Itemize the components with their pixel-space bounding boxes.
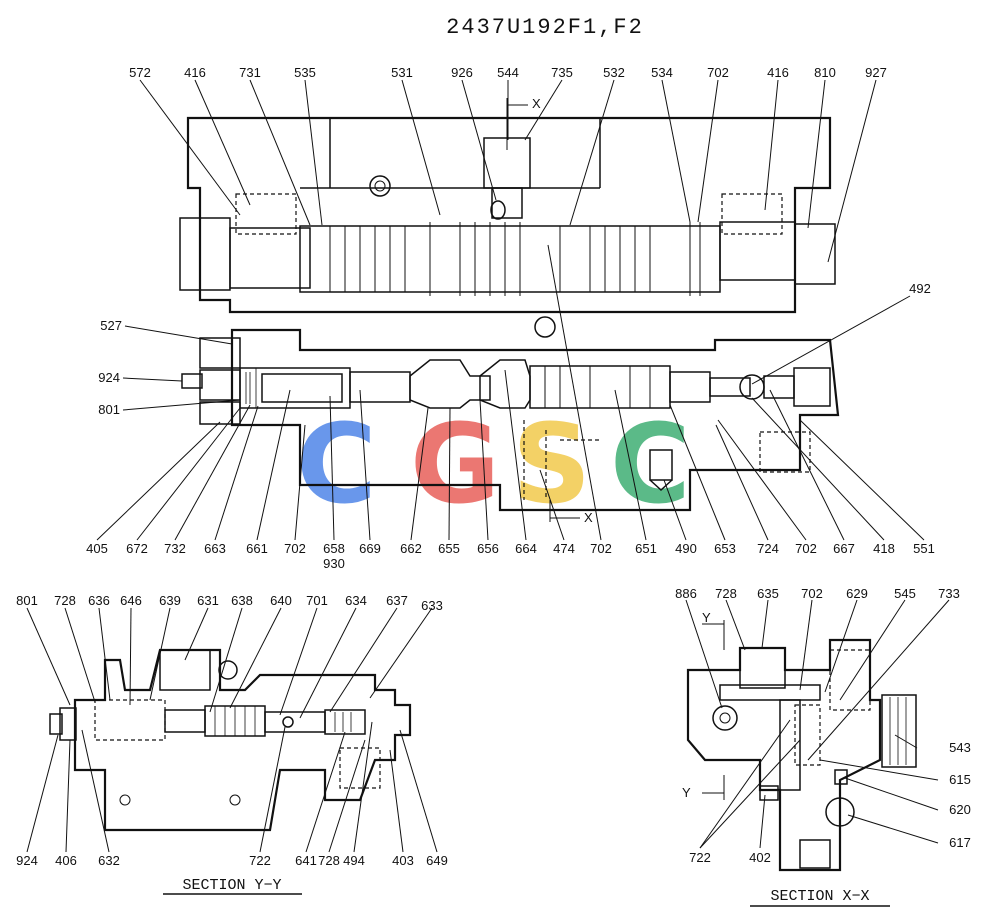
label-731: 731 [239, 65, 261, 80]
yy-label-646: 646 [120, 593, 142, 608]
xx-label-620: 620 [949, 802, 971, 817]
label-416-left: 416 [184, 65, 206, 80]
yy-label-633: 633 [421, 598, 443, 613]
label-702-b2: 702 [590, 541, 612, 556]
label-655: 655 [438, 541, 460, 556]
section-yy-title: SECTION Y−Y [182, 877, 281, 894]
label-702-top: 702 [707, 65, 729, 80]
label-927: 927 [865, 65, 887, 80]
yy-label-636: 636 [88, 593, 110, 608]
yy-label-638: 638 [231, 593, 253, 608]
label-551: 551 [913, 541, 935, 556]
label-658: 658 [323, 541, 345, 556]
yy-label-641: 641 [295, 853, 317, 868]
watermark: C G S C [296, 400, 691, 528]
xx-label-617: 617 [949, 835, 971, 850]
label-416-right: 416 [767, 65, 789, 80]
label-490: 490 [675, 541, 697, 556]
label-702-b3: 702 [795, 541, 817, 556]
label-572: 572 [129, 65, 151, 80]
main-view: X X [86, 65, 935, 571]
yy-label-701: 701 [306, 593, 328, 608]
yy-label-634: 634 [345, 593, 367, 608]
xx-label-543: 543 [949, 740, 971, 755]
label-532: 532 [603, 65, 625, 80]
section-yy-view: 801 728 636 646 639 631 638 640 701 634 … [16, 593, 448, 895]
xx-label-728: 728 [715, 586, 737, 601]
label-669: 669 [359, 541, 381, 556]
watermark-letter-2: G [410, 400, 500, 528]
label-810: 810 [814, 65, 836, 80]
label-930: 930 [323, 556, 345, 571]
label-662: 662 [400, 541, 422, 556]
label-724: 724 [757, 541, 779, 556]
section-marker-y-top: Y [702, 610, 711, 625]
xx-label-635: 635 [757, 586, 779, 601]
label-531: 531 [391, 65, 413, 80]
label-405: 405 [86, 541, 108, 556]
yy-label-640: 640 [270, 593, 292, 608]
yy-label-924: 924 [16, 853, 38, 868]
section-marker-x-bottom: X [584, 510, 593, 525]
label-661: 661 [246, 541, 268, 556]
yy-label-722: 722 [249, 853, 271, 868]
watermark-letter-3: S [512, 400, 591, 528]
label-735: 735 [551, 65, 573, 80]
yy-label-403: 403 [392, 853, 414, 868]
section-xx-title: SECTION X−X [770, 888, 869, 905]
label-664: 664 [515, 541, 537, 556]
label-926: 926 [451, 65, 473, 80]
label-653: 653 [714, 541, 736, 556]
section-xx-view: Y Y 886 728 635 702 629 545 733 543 615 [675, 586, 971, 907]
label-663: 663 [204, 541, 226, 556]
label-732: 732 [164, 541, 186, 556]
yy-label-639: 639 [159, 593, 181, 608]
label-656: 656 [477, 541, 499, 556]
label-651: 651 [635, 541, 657, 556]
label-924-main: 924 [98, 370, 120, 385]
label-702-b1: 702 [284, 541, 306, 556]
label-535: 535 [294, 65, 316, 80]
xx-label-886: 886 [675, 586, 697, 601]
label-672: 672 [126, 541, 148, 556]
main-bottom-leaders [96, 244, 925, 541]
yy-label-649: 649 [426, 853, 448, 868]
label-801-main: 801 [98, 402, 120, 417]
section-marker-y-bottom: Y [682, 785, 691, 800]
drawing-title: 2437U192F1,F2 [446, 15, 644, 40]
xx-label-615: 615 [949, 772, 971, 787]
yy-label-494: 494 [343, 853, 365, 868]
main-top-leaders [139, 79, 877, 263]
xx-label-722: 722 [689, 850, 711, 865]
label-418: 418 [873, 541, 895, 556]
section-marker-x-top: X [532, 96, 541, 111]
xx-label-545: 545 [894, 586, 916, 601]
label-527: 527 [100, 318, 122, 333]
label-534: 534 [651, 65, 673, 80]
yy-label-728: 728 [54, 593, 76, 608]
label-492: 492 [909, 281, 931, 296]
yy-label-801: 801 [16, 593, 38, 608]
yy-label-632: 632 [98, 853, 120, 868]
xx-label-733: 733 [938, 586, 960, 601]
yy-label-728-b: 728 [318, 853, 340, 868]
label-667: 667 [833, 541, 855, 556]
label-474: 474 [553, 541, 575, 556]
label-544: 544 [497, 65, 519, 80]
watermark-letter-1: C [296, 400, 377, 528]
xx-label-702: 702 [801, 586, 823, 601]
xx-label-629: 629 [846, 586, 868, 601]
yy-label-406: 406 [55, 853, 77, 868]
yy-label-637: 637 [386, 593, 408, 608]
yy-label-631: 631 [197, 593, 219, 608]
xx-label-402: 402 [749, 850, 771, 865]
